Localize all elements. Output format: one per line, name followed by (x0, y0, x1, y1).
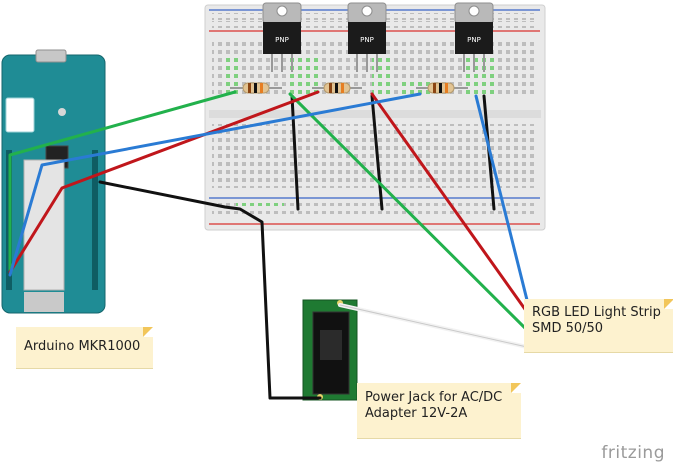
resistor-3 (416, 82, 468, 94)
arduino-label-line-1: Arduino MKR1000 (24, 339, 141, 354)
wire-blue-led (474, 94, 529, 302)
transistor-2: PNP (347, 2, 387, 72)
wire-green-led (288, 92, 529, 332)
power-jack (302, 299, 358, 401)
transistor-1-marking: PNP (275, 36, 289, 44)
wires (8, 90, 529, 400)
arduino-mkr1000-board (1, 49, 106, 314)
resistor-1 (230, 82, 282, 94)
transistor-2-marking: PNP (360, 36, 374, 44)
wire-red-led (370, 92, 529, 314)
arduino-label: Arduino MKR1000 (16, 327, 153, 369)
led-strip-label-line-2: SMD 50/50 (532, 321, 604, 336)
power-jack-label: Power Jack for AC/DC Adapter 12V-2A (357, 383, 521, 439)
wire-black-2 (370, 94, 384, 211)
transistor-1: PNP (262, 2, 302, 72)
wire-red-signal (8, 90, 320, 274)
led-strip-label: RGB LED Light Strip SMD 50/50 (524, 299, 673, 353)
power-jack-label-line-1: Power Jack for AC/DC (365, 390, 503, 405)
wire-black-1 (290, 94, 300, 211)
led-strip-label-line-1: RGB LED Light Strip (532, 305, 661, 320)
transistor-3-marking: PNP (467, 36, 481, 44)
wire-green-signal (8, 90, 237, 272)
resistor-2 (312, 82, 362, 94)
power-jack-label-line-2: Adapter 12V-2A (365, 406, 468, 421)
wire-blue-signal (8, 92, 422, 277)
transistor-3: PNP (454, 2, 494, 72)
arduino-pin-header-right (92, 150, 98, 290)
wire-black-ground (98, 180, 322, 400)
fritzing-logo: fritzing (601, 443, 665, 463)
